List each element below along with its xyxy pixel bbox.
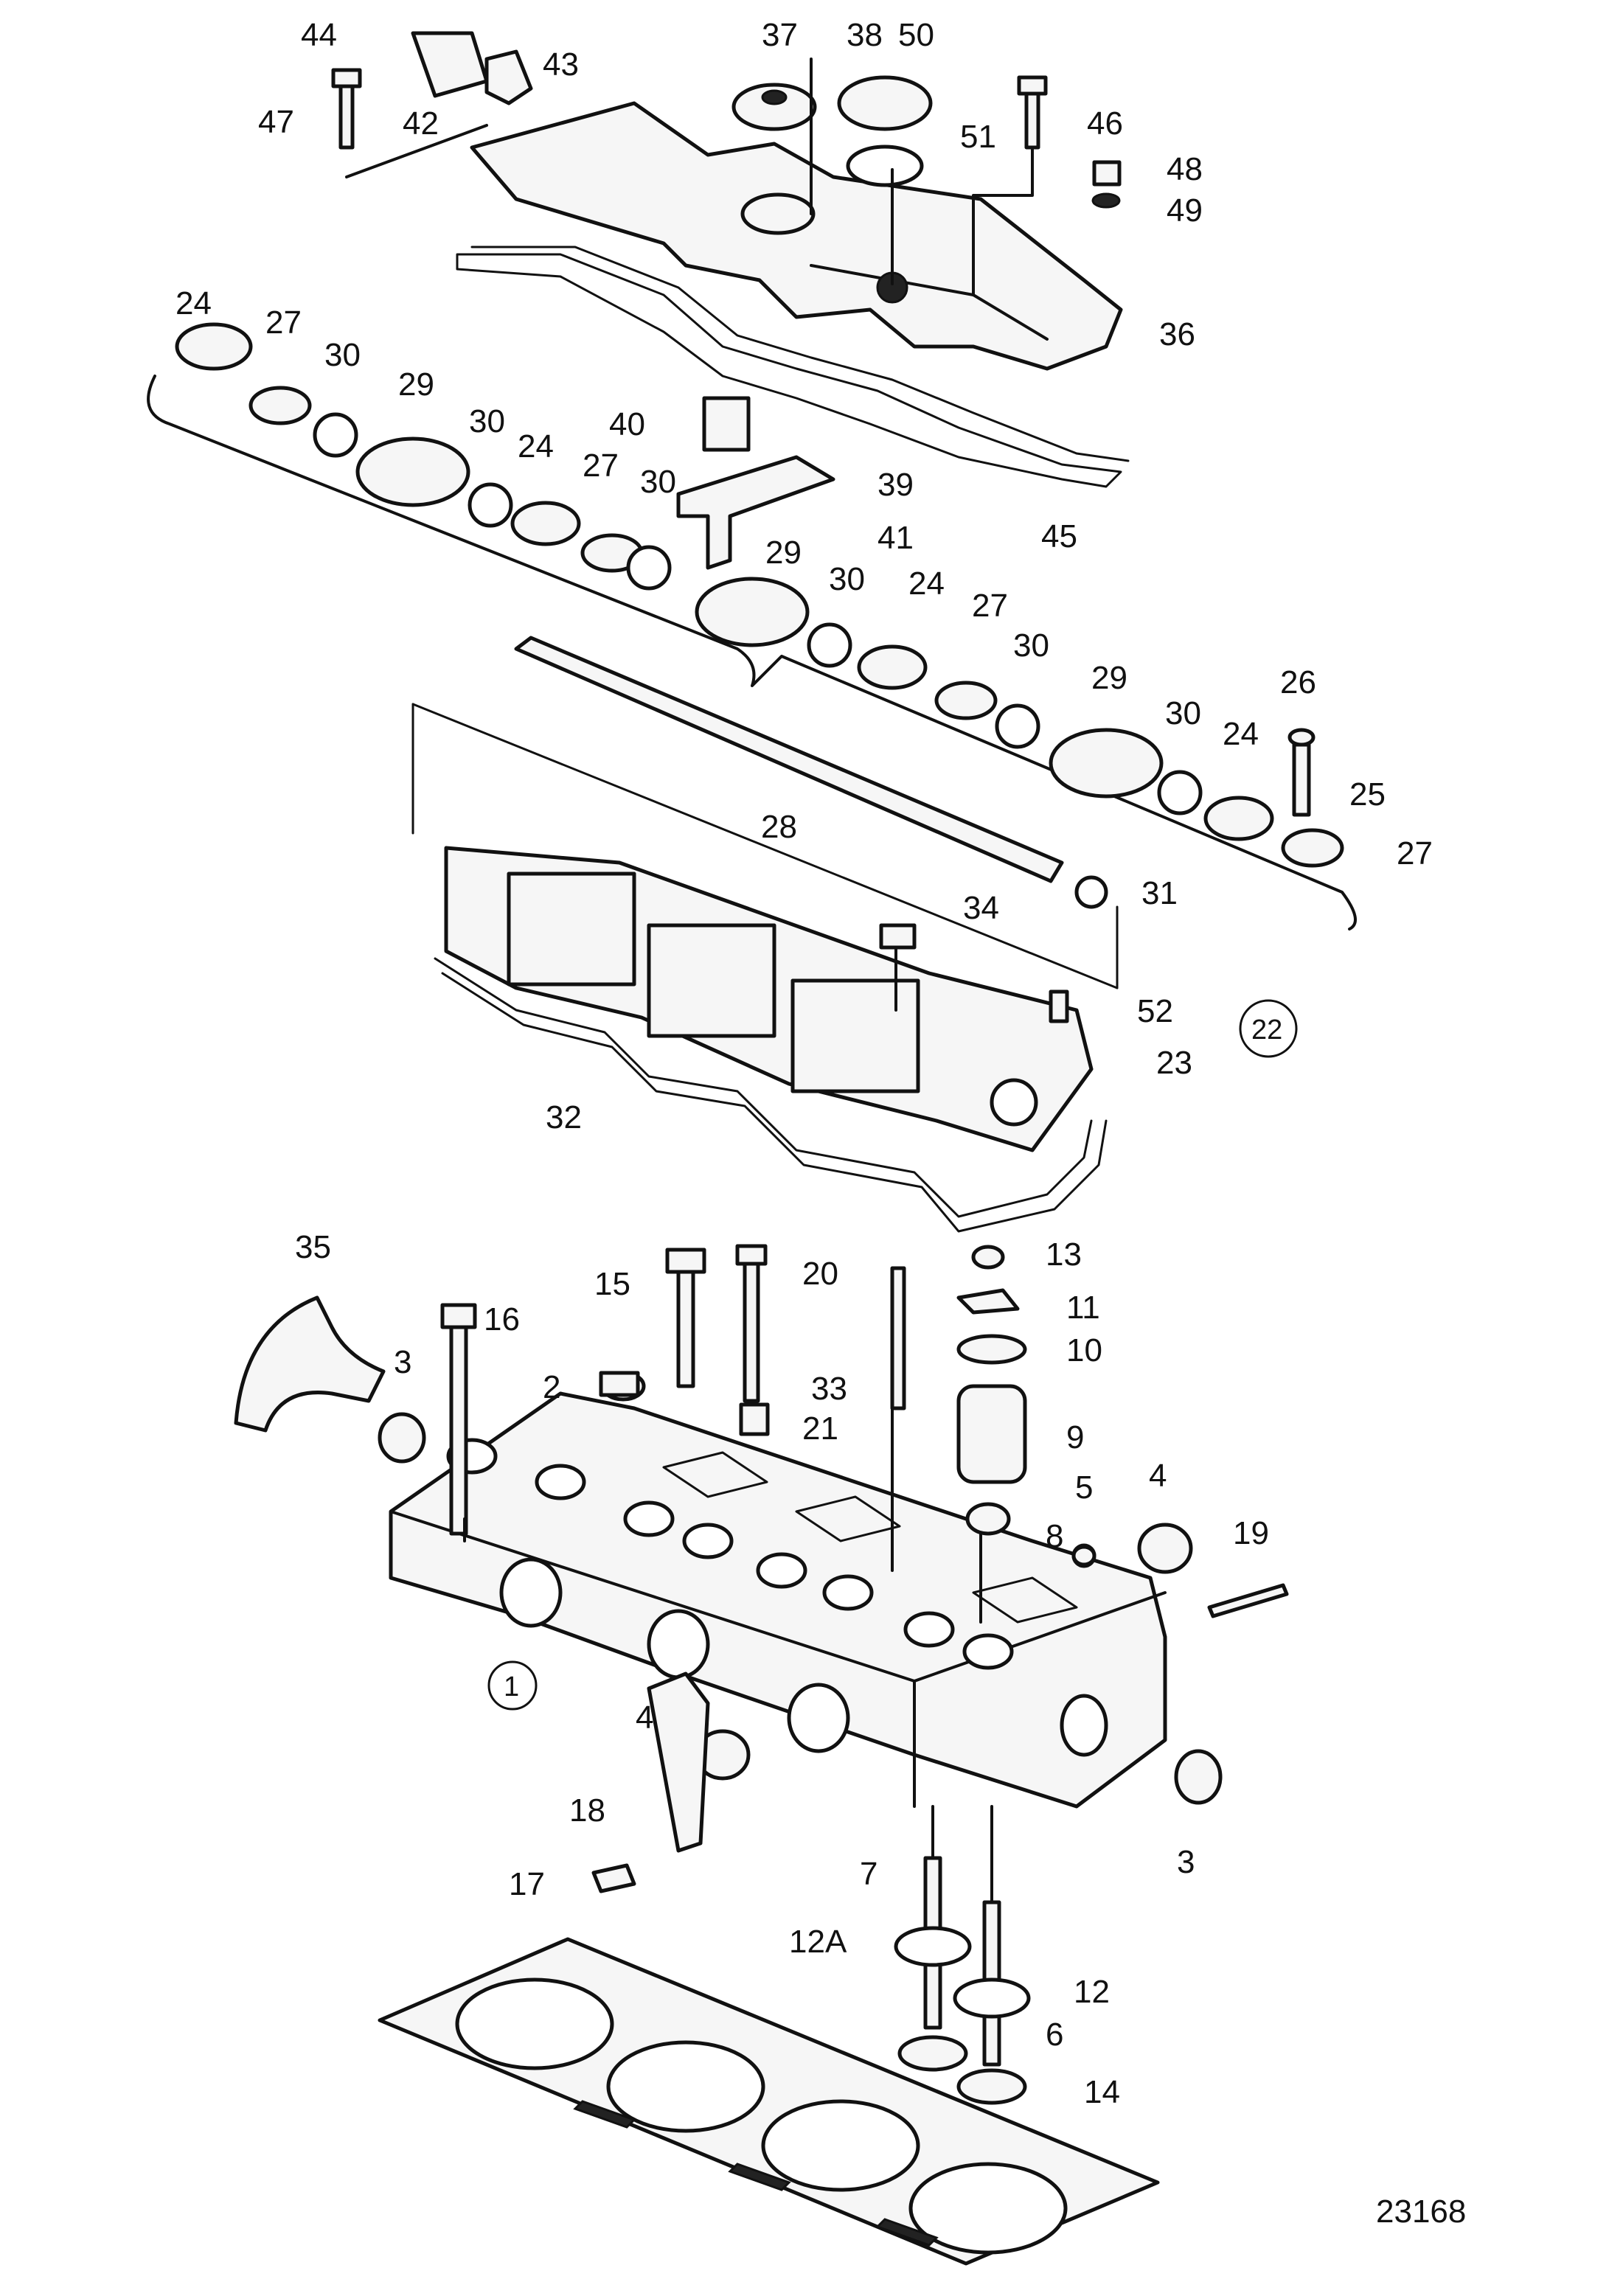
label-39: 39 bbox=[877, 467, 914, 503]
label-18: 18 bbox=[569, 1792, 605, 1829]
label-48: 48 bbox=[1167, 151, 1203, 187]
rocker-gasket bbox=[434, 957, 1093, 1218]
label-14: 14 bbox=[1084, 2074, 1120, 2110]
label-30: 30 bbox=[1165, 695, 1201, 731]
cylinder-head-group bbox=[234, 1244, 1289, 1893]
label-3: 3 bbox=[394, 1344, 411, 1380]
label-31: 31 bbox=[1141, 875, 1178, 911]
label-9: 9 bbox=[1066, 1419, 1084, 1455]
label-51: 51 bbox=[960, 119, 996, 155]
label-52: 52 bbox=[1137, 993, 1173, 1029]
label-27: 27 bbox=[1397, 835, 1433, 872]
label-43: 43 bbox=[543, 46, 579, 83]
valve-cover-gasket bbox=[456, 253, 1122, 488]
label-30: 30 bbox=[324, 337, 361, 373]
label-30: 30 bbox=[829, 561, 865, 597]
label-40: 40 bbox=[609, 406, 645, 442]
label-24: 24 bbox=[1223, 716, 1259, 752]
label-33: 33 bbox=[811, 1371, 847, 1407]
valve-cover bbox=[470, 101, 1123, 371]
rocker-shaft bbox=[514, 636, 1064, 883]
label-16: 16 bbox=[484, 1301, 520, 1337]
label-30: 30 bbox=[1013, 627, 1049, 664]
label-49: 49 bbox=[1167, 192, 1203, 229]
label-24: 24 bbox=[908, 566, 945, 602]
label-19: 19 bbox=[1233, 1515, 1269, 1551]
label-27: 27 bbox=[265, 305, 302, 341]
label-44: 44 bbox=[301, 17, 337, 53]
valves-group bbox=[894, 1805, 1031, 2105]
label-4: 4 bbox=[636, 1700, 653, 1736]
label-24: 24 bbox=[518, 428, 554, 465]
label-29: 29 bbox=[1091, 660, 1127, 696]
label-27: 27 bbox=[583, 448, 619, 484]
callout-labels: 44 43 42 47 37 38 50 51 46 48 49 36 24 2… bbox=[175, 17, 1433, 2110]
label-2: 2 bbox=[543, 1369, 560, 1405]
label-11: 11 bbox=[1066, 1290, 1100, 1326]
label-17: 17 bbox=[509, 1866, 545, 1902]
label-3: 3 bbox=[1177, 1844, 1195, 1880]
label-41: 41 bbox=[877, 520, 914, 556]
label-27: 27 bbox=[972, 588, 1008, 624]
label-7: 7 bbox=[860, 1856, 877, 1892]
label-10: 10 bbox=[1066, 1332, 1102, 1368]
ref-22: 22 bbox=[1251, 1015, 1282, 1046]
figure-number: 23168 bbox=[1376, 2194, 1466, 2230]
label-36: 36 bbox=[1159, 316, 1195, 352]
label-35: 35 bbox=[295, 1229, 331, 1265]
ref-1: 1 bbox=[504, 1671, 519, 1702]
label-38: 38 bbox=[847, 17, 883, 53]
cover-plate bbox=[411, 31, 489, 98]
valve-cover-group bbox=[331, 31, 1130, 488]
label-15: 15 bbox=[594, 1266, 630, 1302]
label-32: 32 bbox=[546, 1099, 582, 1135]
rocker-arm-group bbox=[147, 322, 1357, 989]
label-5: 5 bbox=[1075, 1469, 1093, 1506]
label-12A: 12A bbox=[789, 1924, 847, 1960]
label-29: 29 bbox=[398, 366, 434, 403]
label-26: 26 bbox=[1280, 664, 1316, 700]
label-47: 47 bbox=[258, 104, 294, 140]
label-42: 42 bbox=[403, 105, 439, 142]
label-30: 30 bbox=[469, 403, 505, 439]
label-28: 28 bbox=[761, 809, 797, 845]
label-23: 23 bbox=[1156, 1045, 1192, 1081]
label-24: 24 bbox=[175, 285, 212, 321]
label-30: 30 bbox=[640, 464, 676, 500]
circled-references: 1 22 bbox=[487, 999, 1298, 1711]
label-46: 46 bbox=[1087, 105, 1123, 142]
rocker-bracket-group bbox=[434, 846, 1108, 1233]
label-13: 13 bbox=[1046, 1236, 1082, 1273]
label-25: 25 bbox=[1349, 776, 1386, 813]
label-34: 34 bbox=[963, 890, 999, 926]
label-6: 6 bbox=[1046, 2017, 1063, 2053]
label-8: 8 bbox=[1046, 1518, 1063, 1554]
label-20: 20 bbox=[802, 1256, 838, 1292]
label-29: 29 bbox=[765, 535, 802, 571]
breather-cap bbox=[731, 83, 817, 131]
head-gasket-group bbox=[378, 1937, 1160, 2266]
label-12: 12 bbox=[1074, 1974, 1110, 2010]
oil-filler-cap bbox=[837, 75, 933, 131]
label-50: 50 bbox=[898, 17, 934, 53]
label-37: 37 bbox=[762, 17, 798, 53]
label-4: 4 bbox=[1149, 1458, 1167, 1494]
label-45: 45 bbox=[1041, 518, 1077, 554]
label-21: 21 bbox=[802, 1410, 838, 1447]
